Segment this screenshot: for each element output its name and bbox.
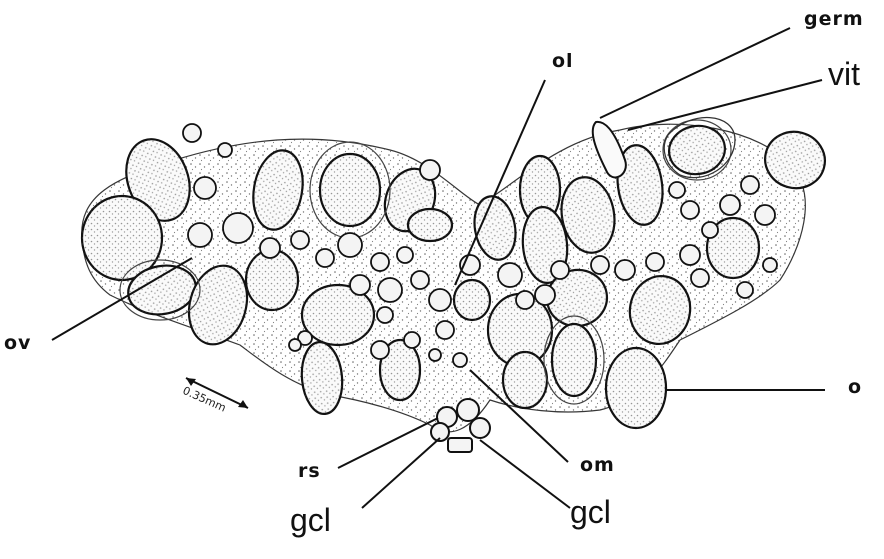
leader-rs (338, 418, 438, 468)
vitelline-follicle (498, 263, 522, 287)
oocyte-stipple (408, 209, 452, 241)
vitelline-follicle (429, 289, 451, 311)
vitelline-follicle (289, 339, 301, 351)
leader-gcl-left (362, 438, 440, 508)
oocyte-stipple (606, 348, 666, 428)
leader-germ (600, 28, 790, 118)
label-ov: ov (4, 332, 31, 354)
vitelline-follicle (350, 275, 370, 295)
vitelline-follicle (194, 177, 216, 199)
vitelline-follicle (371, 341, 389, 359)
oocyte-stipple (552, 324, 596, 396)
vitelline-follicle (404, 332, 420, 348)
label-rs: rs (298, 460, 321, 482)
vitelline-follicle (371, 253, 389, 271)
oocyte-stipple (503, 352, 547, 408)
label-om: om (580, 454, 615, 476)
vitelline-follicle (535, 285, 555, 305)
vitelline-follicle (669, 182, 685, 198)
vitelline-follicle (223, 213, 253, 243)
vitelline-follicle (436, 321, 454, 339)
vitelline-follicle (691, 269, 709, 287)
vitelline-follicle (188, 223, 212, 247)
vitelline-follicle (737, 282, 753, 298)
label-vit: vit (828, 56, 860, 93)
vitelline-follicle (420, 160, 440, 180)
vitelline-follicle (429, 349, 441, 361)
vitelline-follicle (218, 143, 232, 157)
label-gcl-right: gcl (570, 494, 611, 531)
vitelline-follicle (551, 261, 569, 279)
vitelline-follicle (411, 271, 429, 289)
vitelline-follicle (453, 353, 467, 367)
vitelline-follicle (260, 238, 280, 258)
label-o: o (848, 376, 862, 398)
oocyte-stipple (246, 250, 298, 310)
vitelline-follicle (338, 233, 362, 257)
vitelline-follicle (681, 201, 699, 219)
vitelline-follicle (183, 124, 201, 142)
vitelline-follicle (316, 249, 334, 267)
vitelline-follicle (646, 253, 664, 271)
oocyte-stipple (320, 154, 380, 226)
vitelline-follicle (741, 176, 759, 194)
vitelline-follicle (291, 231, 309, 249)
vitelline-follicle (378, 278, 402, 302)
vitelline-follicle (720, 195, 740, 215)
label-gcl-left: gcl (290, 502, 331, 539)
vitelline-follicle (377, 307, 393, 323)
label-ol: ol (552, 50, 574, 72)
vitelline-follicle (615, 260, 635, 280)
vitelline-follicle (591, 256, 609, 274)
vitelline-follicle (680, 245, 700, 265)
vitelline-follicle (516, 291, 534, 309)
oocyte-stipple (454, 280, 490, 320)
vitelline-follicle (763, 258, 777, 272)
vitelline-follicle (397, 247, 413, 263)
vitelline-follicle (755, 205, 775, 225)
label-germ: germ (804, 8, 864, 30)
vitelline-follicle (702, 222, 718, 238)
